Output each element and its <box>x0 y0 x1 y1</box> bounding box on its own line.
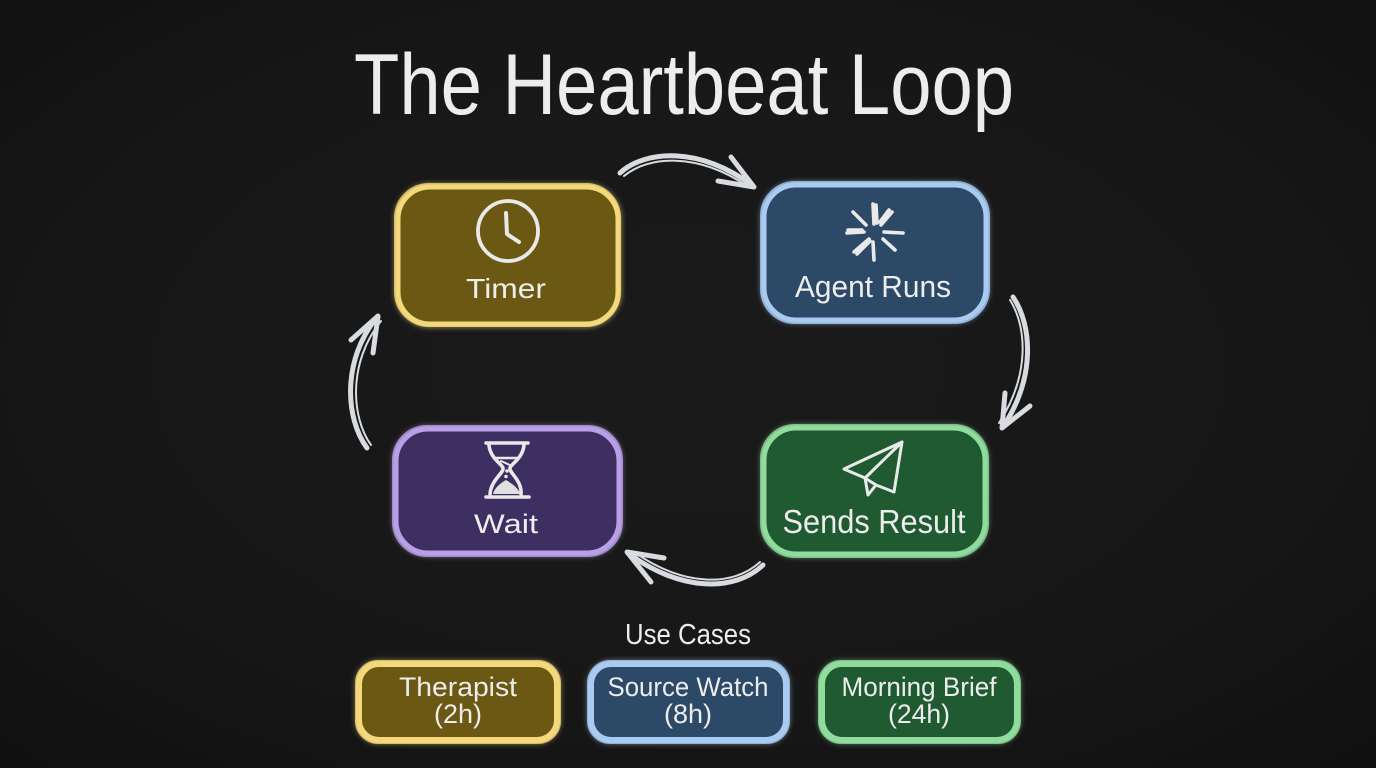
svg-text:Wait: Wait <box>474 509 539 539</box>
svg-text:Therapist: Therapist <box>399 672 518 702</box>
svg-text:(8h): (8h) <box>664 699 712 729</box>
svg-text:Agent Runs: Agent Runs <box>795 269 951 304</box>
svg-text:Timer: Timer <box>466 273 546 304</box>
svg-text:Morning Brief: Morning Brief <box>842 672 997 702</box>
svg-text:Sends Result: Sends Result <box>783 503 966 540</box>
svg-text:Use Cases: Use Cases <box>625 619 751 651</box>
svg-text:Source Watch: Source Watch <box>608 672 769 702</box>
svg-text:(2h): (2h) <box>434 699 482 729</box>
svg-text:(24h): (24h) <box>888 699 950 729</box>
svg-text:The Heartbeat Loop: The Heartbeat Loop <box>354 37 1014 133</box>
